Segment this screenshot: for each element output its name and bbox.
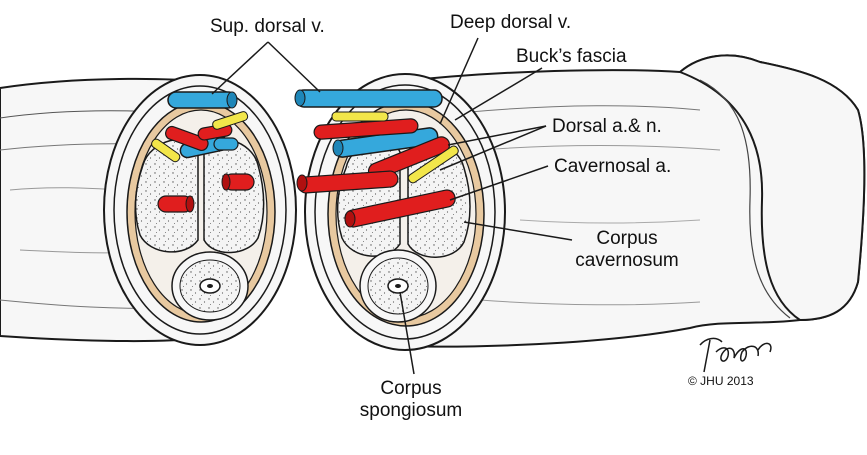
right-deep-dorsal-vein (332, 127, 439, 158)
leader-deep-dorsal (439, 37, 479, 125)
label-deep-dorsal-v: Deep dorsal v. (450, 12, 572, 33)
label-cavernosal-a: Cavernosal a. (554, 156, 672, 177)
leader-cavernosal (449, 165, 549, 201)
left-cross-section (103, 74, 297, 346)
label-sup-dorsal-v: Sup. dorsal v. (210, 16, 325, 37)
right-dorsal-nerves (331, 111, 459, 184)
left-sup-dorsal-vein (167, 91, 238, 109)
label-corpus-spongiosum: Corpus spongiosum (356, 378, 466, 422)
left-corpus-cavernosum-right (203, 138, 265, 254)
copyright-notice: © JHU 2013 (688, 374, 754, 388)
label-dorsal-a-n: Dorsal a.& n. (552, 116, 662, 137)
label-corpus-spongiosum-line2: spongiosum (359, 400, 463, 421)
right-sup-dorsal-vein (294, 89, 443, 108)
label-corpus-cavernosum: Corpus cavernosum (572, 228, 682, 272)
left-dorsal-arteries (165, 123, 239, 152)
right-dorsal-arteries (313, 118, 451, 180)
right-cavernosal-arteries (296, 170, 456, 228)
label-corpus-cavernosum-line2: cavernosum (575, 250, 679, 271)
artist-signature (699, 337, 772, 373)
leader-dorsal-2 (439, 125, 547, 171)
right-glans (678, 54, 866, 322)
label-corpus-spongiosum-line1: Corpus (380, 378, 442, 399)
right-shaft-segment (294, 54, 866, 351)
leader-sup-dorsal-right (267, 41, 321, 93)
leader-bucks-fascia (454, 67, 543, 121)
left-dorsal-nerves (151, 111, 249, 163)
left-shaft-segment (0, 74, 297, 346)
label-bucks-fascia: Buck’s fascia (516, 46, 627, 67)
left-cavernosal-artery-1 (157, 195, 195, 213)
leader-lines (211, 37, 573, 375)
label-corpus-cavernosum-line1: Corpus (596, 228, 658, 249)
left-cavernosal-artery-2 (221, 173, 255, 191)
leader-corpus-cavernosum (463, 221, 573, 241)
leader-dorsal-1 (447, 125, 547, 146)
leader-corpus-spongiosum (399, 291, 415, 375)
leader-sup-dorsal-left (211, 41, 269, 95)
